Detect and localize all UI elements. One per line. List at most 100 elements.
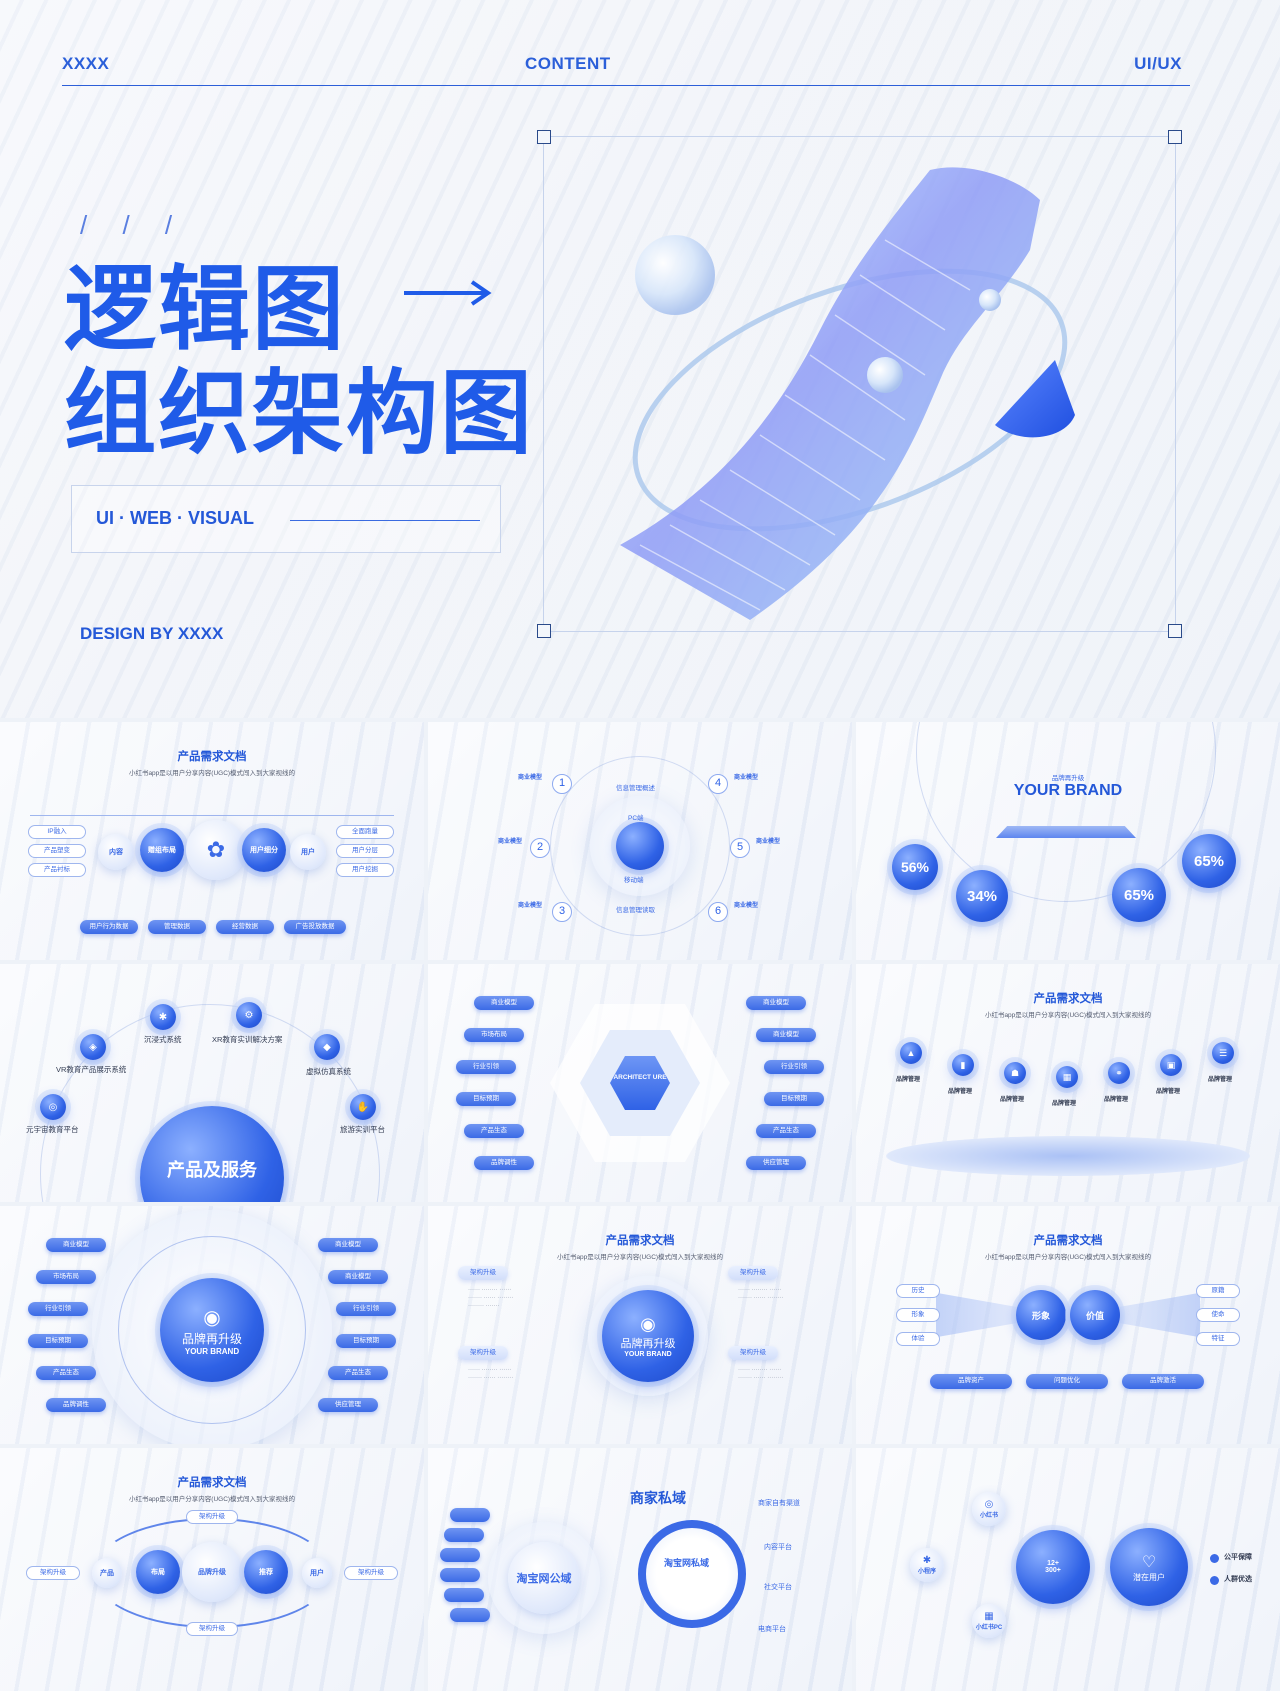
left-pill: 目标预期	[28, 1334, 88, 1348]
center-brand-line2: YOUR BRAND	[184, 1346, 240, 1356]
left-pill: 目标预期	[456, 1092, 516, 1106]
right-pill: 目标预期	[764, 1092, 824, 1106]
right-pill: 商业模型	[756, 1028, 816, 1042]
tag-pill: 架构升级	[728, 1266, 778, 1280]
target-node: ♡ 潜在用户	[1110, 1528, 1188, 1606]
channel-pill	[440, 1548, 480, 1562]
hero-title-line1: 逻辑图	[64, 256, 347, 363]
heart-icon: ♡	[1141, 1553, 1157, 1571]
brand-pedestal	[996, 826, 1136, 838]
thumb-title: 产品需求文档	[1033, 993, 1103, 1005]
building-icon: ▦	[984, 1611, 994, 1622]
frame-handle[interactable]	[537, 624, 551, 638]
snowflake-icon: ✱	[922, 1555, 932, 1566]
chain-node: 用户	[302, 1558, 332, 1588]
step-number: 4	[708, 774, 728, 794]
step-number: 1	[552, 774, 572, 794]
center-brand-ball: ◉ 品牌再升级 YOUR BRAND	[160, 1278, 264, 1382]
slide-thumbnail-4[interactable]: ◈ ✱ ⚙ ◆ ◎ ✋ VR教育产品展示系统 沉浸式系统 XR教育实训解决方案 …	[0, 964, 424, 1202]
service-label: 元宇宙教育平台	[26, 1125, 79, 1134]
channel-pill	[444, 1588, 484, 1602]
source-node-label: 小红书	[979, 1513, 998, 1519]
stat-ball: 65%	[1112, 868, 1166, 922]
hero-background	[0, 0, 1280, 718]
channel-group-label: 内容平台	[764, 1544, 792, 1551]
step-number: 5	[730, 838, 750, 858]
vr-icon: ◈	[80, 1034, 106, 1060]
hub-stat: 12+	[1047, 1560, 1059, 1567]
globe-pin-icon: ◉	[640, 1314, 656, 1334]
thumb-divider	[30, 815, 394, 816]
ring-top-label: 信息管理概述	[616, 785, 655, 792]
legend-dot	[1210, 1554, 1219, 1563]
private-domain-ring	[638, 1520, 746, 1628]
chain-node: 布局	[136, 1550, 180, 1594]
chain-pill: 架构升级	[344, 1566, 398, 1580]
decorative-slashes: / / /	[80, 210, 187, 240]
slide-thumbnail-10[interactable]: 产品需求文档 小红书app是以用户分享内容(UGC)模式闯入到大家视线的 架构升…	[0, 1448, 424, 1691]
left-pill: 品牌调性	[474, 1156, 534, 1170]
slide-thumbnail-11[interactable]: 商家私域 淘宝网公域 淘宝网私域 商家自有渠道 内容平台 社交平台 电商平台	[428, 1448, 852, 1691]
slide-thumbnail-7[interactable]: ◉ 品牌再升级 YOUR BRAND 商业模型 市场布局 行业引领 目标预期 产…	[0, 1206, 424, 1444]
center-service-label: 产品及服务	[167, 1160, 257, 1180]
bottom-pill: 品牌资产	[930, 1374, 1012, 1389]
slide-thumbnail-2[interactable]: PC端 移动端 信息管理概述 信息管理读取 1 2 3 4 5 6 商业模型 商…	[428, 722, 852, 960]
slide-thumbnail-12[interactable]: ◎ 小红书 ✱ 小程序 ▦ 小红书PC 12+ 300+ ♡ 潜在用户 公平保障…	[856, 1448, 1280, 1691]
thumb-subtitle: 小红书app是以用户分享内容(UGC)模式闯入到大家视线的	[556, 1254, 724, 1261]
right-pill: 商业模型	[328, 1270, 388, 1284]
channel-pill	[450, 1508, 490, 1522]
legend-label: 人群优选	[1224, 1576, 1252, 1583]
service-label: XR教育实训解决方案	[212, 1035, 283, 1044]
center-top-label: PC端	[628, 815, 644, 822]
frame-handle[interactable]	[1168, 130, 1182, 144]
step-icon: ▣	[1160, 1054, 1182, 1076]
left-pill: 行业引领	[456, 1060, 516, 1074]
slide-thumbnail-3[interactable]: 品牌再升级 YOUR BRAND 56% 34% 65% 65%	[856, 722, 1280, 960]
target-node-label: 潜在用户	[1133, 1572, 1165, 1582]
bottom-pill: 问题优化	[1026, 1374, 1108, 1389]
step-label: 品牌管理	[896, 1077, 921, 1083]
left-pill: IP融入	[28, 825, 86, 839]
center-bottom-label: 移动端	[624, 877, 644, 884]
brand-pre: 品牌再升级	[1051, 775, 1085, 782]
item-title: 商业模型	[498, 839, 523, 845]
thumb-subtitle: 小红书app是以用户分享内容(UGC)模式闯入到大家视线的	[128, 1496, 296, 1503]
hub-stat: 300+	[1045, 1567, 1061, 1574]
glass-ribbon-illustration	[620, 167, 1075, 620]
source-node: ▦ 小红书PC	[972, 1604, 1006, 1638]
frame-handle[interactable]	[1168, 624, 1182, 638]
slide-thumbnail-8[interactable]: 产品需求文档 小红书app是以用户分享内容(UGC)模式闯入到大家视线的 ◉ 品…	[428, 1206, 852, 1444]
right-pill: 全面跑量	[336, 825, 394, 839]
right-pill: 商业模型	[318, 1238, 378, 1252]
inner-ring	[118, 1236, 306, 1424]
chain-node: 赠组布局	[140, 828, 184, 872]
slide-thumbnail-1[interactable]: 产品需求文档 小红书app是以用户分享内容(UGC)模式闯入到大家视线的 IP融…	[0, 722, 424, 960]
slide-thumbnail-9[interactable]: 产品需求文档 小红书app是以用户分享内容(UGC)模式闯入到大家视线的 历史 …	[856, 1206, 1280, 1444]
tag-pill: 架构升级	[458, 1266, 508, 1280]
bottom-pill: 管理数据	[148, 920, 206, 934]
bottom-pill: 品牌激活	[1122, 1374, 1204, 1389]
step-number: 2	[530, 838, 550, 858]
center-brand-line1: 品牌再升级	[181, 1331, 242, 1346]
item-title: 商业模型	[518, 903, 543, 909]
slide-thumbnail-5[interactable]: ARCHITECT URE 商业模型 市场布局 行业引领 目标预期 产品生态 品…	[428, 964, 852, 1202]
paw-icon: ✿	[186, 820, 246, 880]
service-label: 旅游实训平台	[340, 1125, 385, 1134]
bottom-pill: 广告投放数据	[284, 920, 346, 934]
bottom-pill: 经营数据	[216, 920, 274, 934]
channel-group-label: 商家自有渠道	[758, 1500, 800, 1507]
chain-pill: 架构升级	[26, 1566, 80, 1580]
frame-handle[interactable]	[537, 130, 551, 144]
ring-bottom-label: 信息管理读取	[616, 907, 655, 914]
gear-icon: ⚙	[236, 1002, 262, 1028]
center-brand-line2: YOUR BRAND	[624, 1351, 672, 1358]
step-icon: ☗	[1004, 1062, 1026, 1084]
hero-title: 逻辑图 组织架构图	[64, 258, 534, 466]
placeholder-text: ······ ········ ············· ······ ···…	[468, 1367, 514, 1381]
stat-ball: 56%	[892, 844, 938, 890]
step-label: 品牌管理	[1208, 1077, 1233, 1083]
step-label: 品牌管理	[948, 1089, 973, 1095]
topbar-left-label: XXXX	[62, 54, 110, 73]
slide-thumbnail-6[interactable]: 产品需求文档 小红书app是以用户分享内容(UGC)模式闯入到大家视线的 ▲ ▮…	[856, 964, 1280, 1202]
stat-ball: 34%	[956, 870, 1008, 922]
